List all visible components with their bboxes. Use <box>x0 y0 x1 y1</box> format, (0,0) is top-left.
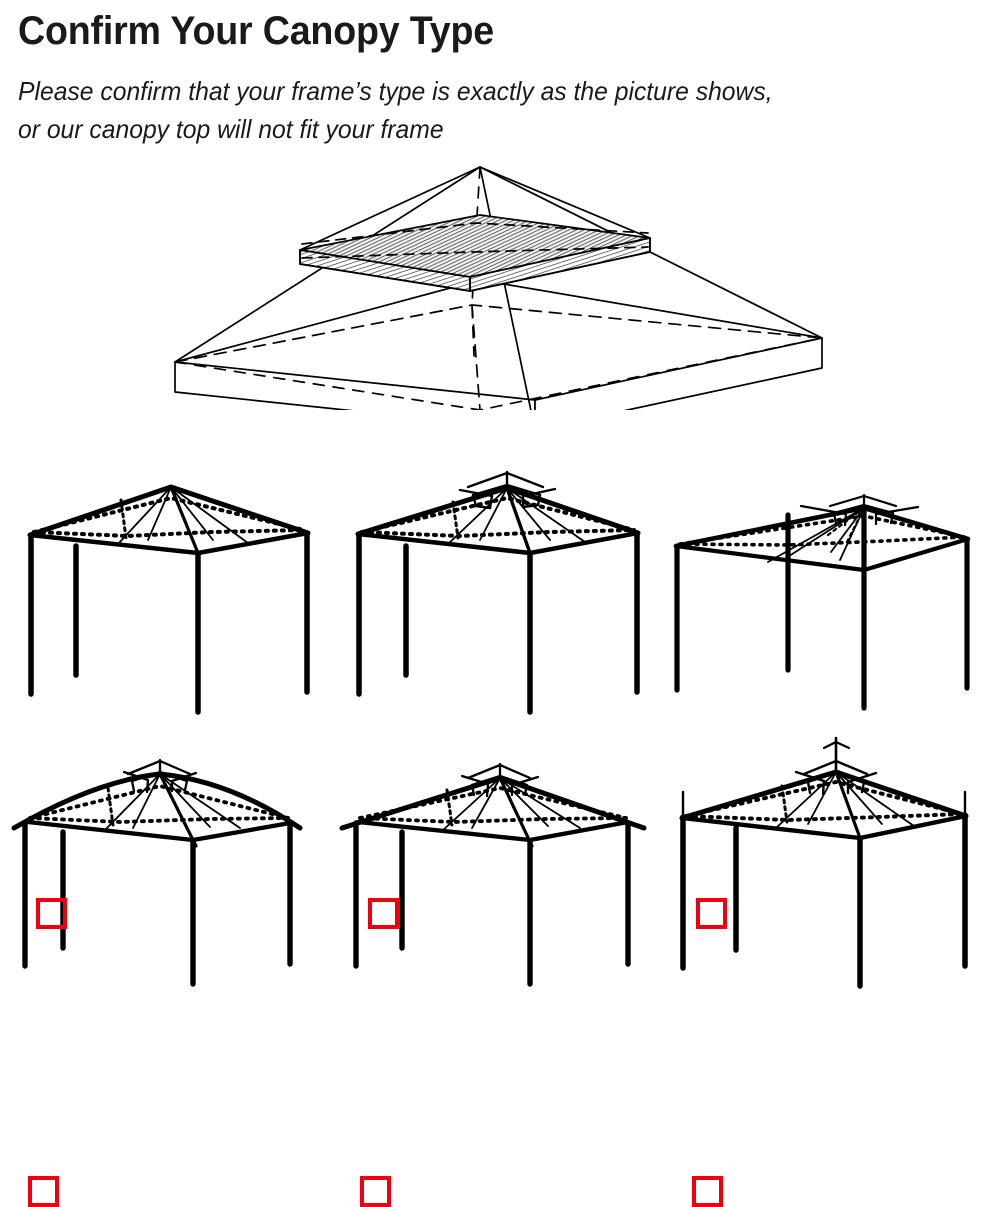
option-5-legs <box>353 820 631 987</box>
option-6-leg-finials <box>681 790 967 818</box>
option-6-hip-front <box>834 770 862 840</box>
canopy-option-2[interactable] <box>340 440 673 929</box>
option-4-inner-rail-dotted <box>28 784 290 824</box>
option-4-center-post-dashed <box>106 786 115 827</box>
canopy-option-5-illustration <box>339 762 647 987</box>
option-3-legs <box>674 507 970 711</box>
option-1-eave-line <box>27 530 311 556</box>
canopy-option-4[interactable] <box>0 718 333 1207</box>
option-4-eave-line <box>25 819 293 843</box>
option-6-checkbox[interactable] <box>692 1176 723 1207</box>
option-1-roof-ridge <box>27 484 311 538</box>
canopy-option-3[interactable] <box>668 440 1000 929</box>
option-6-legs <box>680 812 968 989</box>
canopy-option-4-illustration <box>11 758 303 987</box>
option-6-center-post-dashed <box>780 784 789 824</box>
canopy-option-5[interactable] <box>332 718 665 1207</box>
option-1-legs <box>28 531 310 715</box>
upper-tier-hidden-edges <box>301 222 649 259</box>
option-5-inner-rail-dotted <box>358 786 628 824</box>
upper-tier-ridges <box>299 166 651 251</box>
base-slab-left-face <box>174 361 536 410</box>
page-subtitle: Please confirm that your frame’s type is… <box>18 72 949 148</box>
option-5-eave-line <box>355 819 631 843</box>
page-subtitle-line-2: or our canopy top will not fit your fram… <box>18 114 444 144</box>
option-6-inner-rail-dotted <box>684 780 964 822</box>
option-5-checkbox[interactable] <box>360 1176 391 1207</box>
canopy-top-illustration <box>174 166 823 410</box>
option-1-inner-rail-dotted <box>32 496 306 538</box>
option-3-checkbox[interactable] <box>696 898 727 929</box>
canopy-option-2-illustration <box>355 470 641 715</box>
canopy-option-1-illustration <box>27 484 311 715</box>
option-1-checkbox[interactable] <box>36 898 67 929</box>
option-5-center-post-dashed <box>445 788 454 827</box>
option-3-inner-rail-dotted <box>678 514 966 547</box>
canopy-top-diagram <box>150 160 850 410</box>
page-subtitle-line-1: Please confirm that your frame’s type is… <box>18 76 773 106</box>
page-title: Confirm Your Canopy Type <box>18 9 494 53</box>
option-2-center-post-dashed <box>451 500 460 540</box>
option-1-center-post-dashed <box>119 498 128 540</box>
option-2-inner-rail-dotted <box>360 496 636 538</box>
front-hip-line <box>479 166 532 410</box>
canopy-option-1[interactable] <box>8 440 341 929</box>
option-5-hip-front <box>498 776 534 848</box>
lower-tier-hidden-edges <box>174 304 823 410</box>
option-4-checkbox[interactable] <box>28 1176 59 1207</box>
canopy-option-3-illustration <box>673 493 971 711</box>
option-6-apex-spike-finial <box>822 736 851 772</box>
option-4-hip-front <box>158 772 198 848</box>
option-2-legs <box>356 531 640 715</box>
option-2-roof-ridge <box>355 485 641 537</box>
option-2-checkbox[interactable] <box>368 898 399 929</box>
canopy-option-6-illustration <box>679 736 969 989</box>
canopy-option-6[interactable] <box>664 718 997 1207</box>
